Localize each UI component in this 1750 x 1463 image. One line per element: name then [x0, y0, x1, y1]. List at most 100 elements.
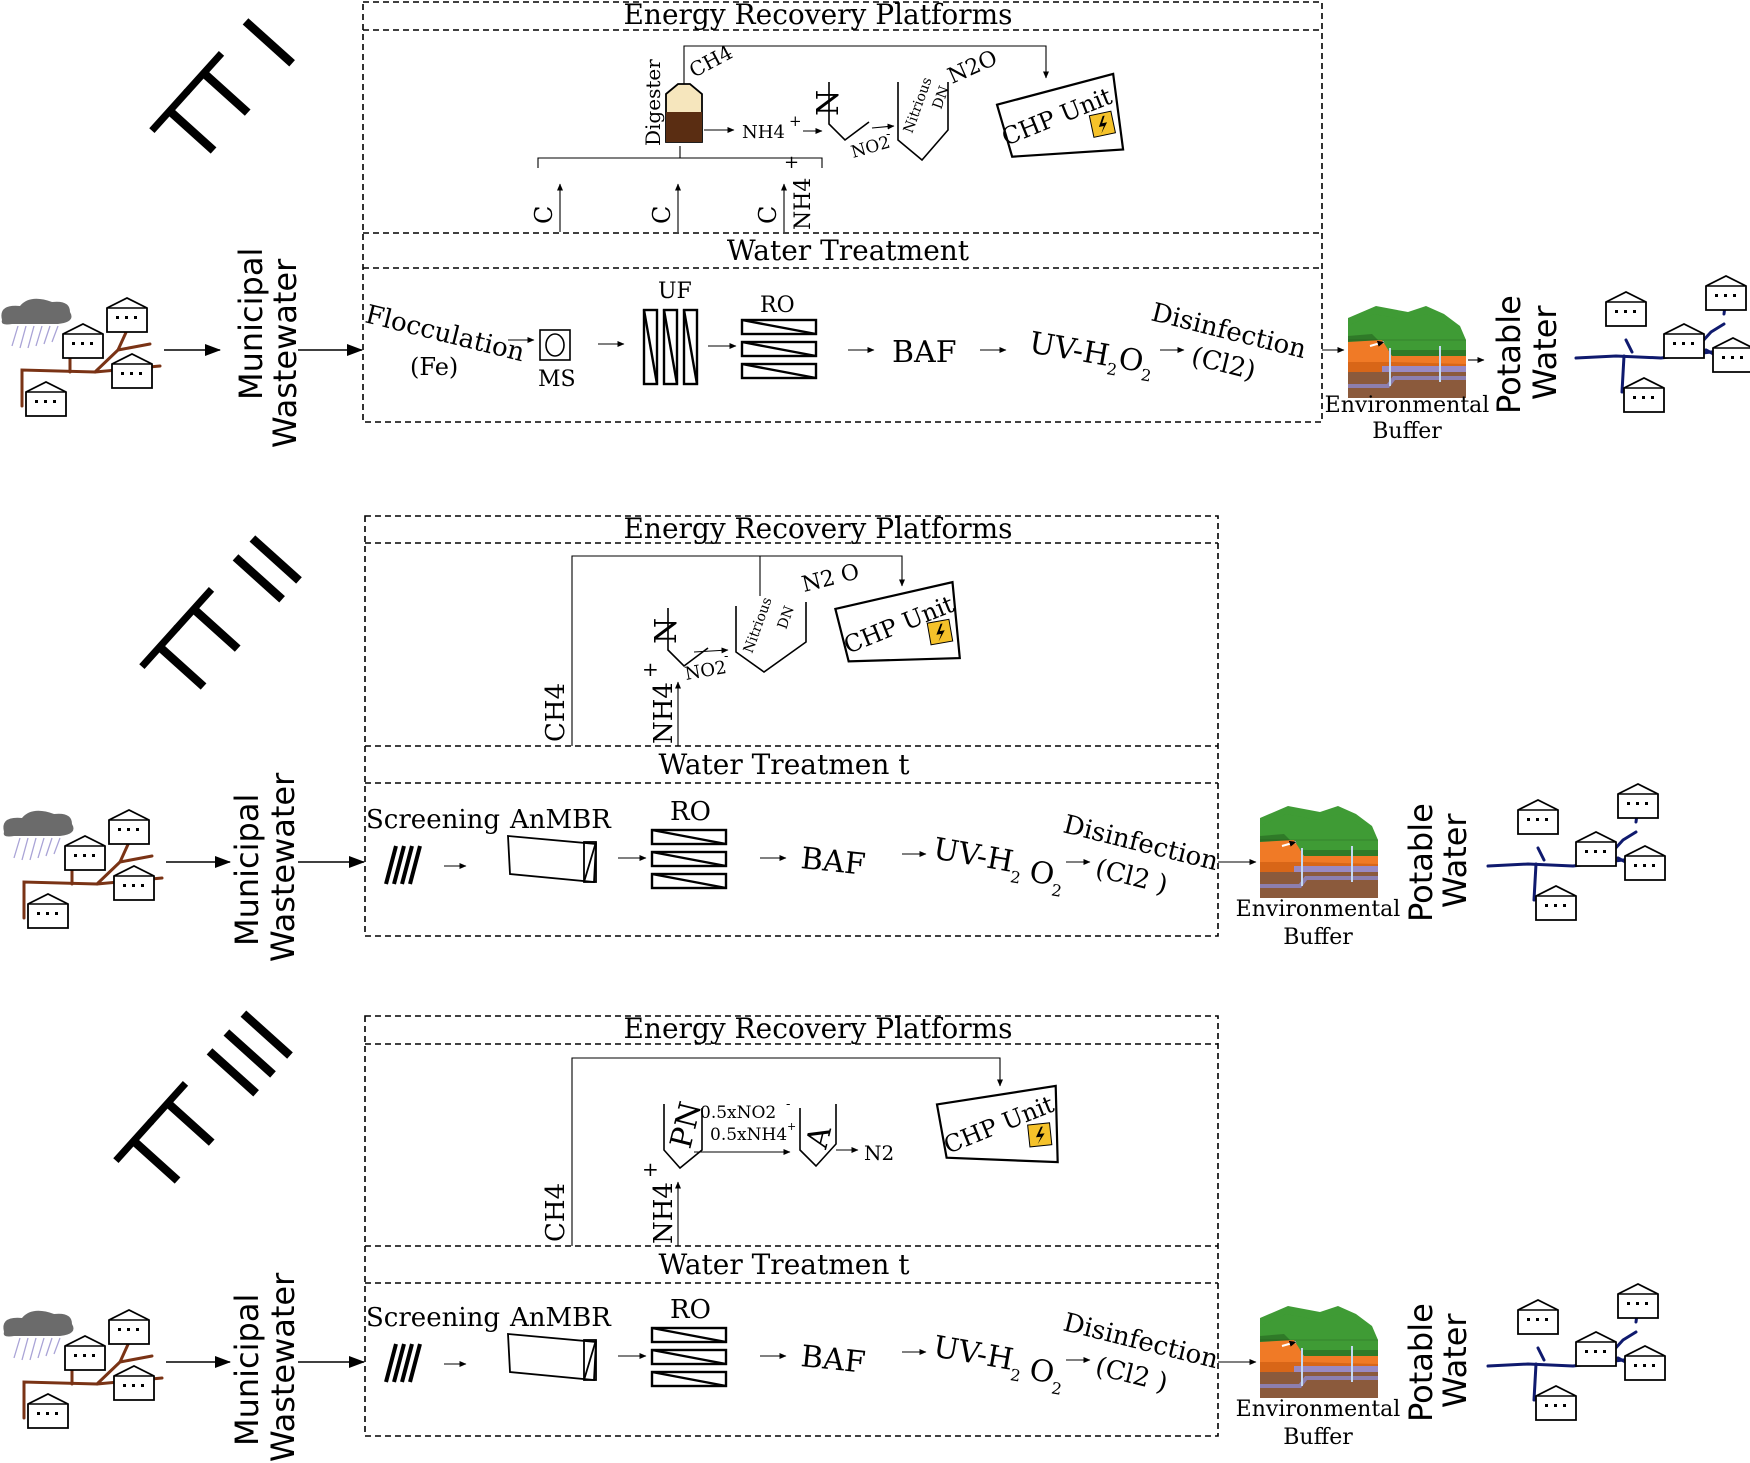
digester-label: Digester [641, 59, 665, 146]
water-treatment-title: Water Treatmen t [658, 748, 910, 781]
tt1-label: TT I [137, 1, 317, 185]
potable-label: Potable [1402, 1303, 1440, 1422]
nh4-fraction-label: 0.5xNH4 [710, 1125, 787, 1145]
carbon-label: C [648, 206, 676, 224]
nh4-plus: + [642, 657, 659, 681]
screen-bars-icon [384, 1342, 422, 1384]
energy-recovery-title: Energy Recovery Platforms [623, 1012, 1012, 1045]
nh4-plus: + [784, 152, 799, 173]
environmental-buffer-icon [1260, 1306, 1378, 1398]
nitrious-label: Nitrious [741, 595, 776, 655]
anmbr-reactor [507, 1333, 597, 1381]
no2-fraction-label: 0.5xNO2 [700, 1103, 776, 1123]
rain-cloud-icon [3, 810, 162, 928]
rain-cloud-icon [3, 1310, 162, 1428]
no2-minus: - [786, 1097, 790, 1112]
baf-label: BAF [892, 335, 957, 370]
dn-label: DN [775, 604, 798, 632]
ro-membranes [740, 318, 818, 380]
nh4-plus: + [787, 1120, 796, 1133]
n2o-label: N2 O [799, 559, 862, 597]
env-buffer-label: Environmental [1325, 393, 1490, 418]
uv-h2o2-label: UV-H2O2 [1026, 325, 1156, 385]
treatment-train-1: TT I Energy Recovery Platforms Water Tre… [1, 0, 1750, 448]
no2-minus: - [886, 127, 890, 142]
nh4-plus: + [642, 1157, 659, 1181]
nh4-label: NH4 [742, 122, 785, 143]
n-reactor-label: N [811, 90, 846, 116]
baf-label: BAF [799, 841, 867, 883]
nh4-label: NH4 [791, 178, 816, 230]
n-reactor-label: N [649, 618, 684, 644]
municipal-label: Municipal [232, 248, 270, 400]
energy-recovery-title: Energy Recovery Platforms [623, 512, 1012, 545]
env-buffer-label: Buffer [1283, 1425, 1353, 1450]
ms-label: MS [538, 367, 576, 392]
anmbr-reactor [507, 835, 597, 883]
ro-label: RO [670, 797, 711, 827]
uf-modules [642, 308, 699, 386]
carbon-label: C [530, 206, 558, 224]
water-label: Water [1526, 305, 1564, 400]
water-treatment-title: Water Treatment [727, 234, 970, 267]
fe-label: (Fe) [410, 353, 458, 381]
tt2-label: TT II [127, 518, 324, 721]
energy-recovery-title: Energy Recovery Platforms [623, 0, 1012, 31]
environmental-buffer-icon [1260, 806, 1378, 898]
water-distribution [1488, 784, 1665, 920]
wastewater-label: Wastewater [264, 772, 302, 962]
anammox-label: A [800, 1122, 840, 1153]
tt3-outer-box [364, 1015, 1219, 1437]
dn-label: DN [930, 84, 953, 112]
water-label: Water [1436, 813, 1474, 908]
nh4-label: NH4 [649, 682, 679, 744]
digester-icon [665, 83, 703, 143]
environmental-buffer-icon [1348, 306, 1466, 398]
anammox-reactor [799, 1104, 837, 1168]
tt3-label: TT III [101, 993, 314, 1214]
potable-label: Potable [1402, 803, 1440, 922]
tt2-outer-box [364, 515, 1219, 937]
potable-label: Potable [1490, 295, 1528, 414]
water-distribution [1488, 1284, 1665, 1420]
n2-label: N2 [864, 1141, 894, 1165]
ro-label: RO [760, 293, 795, 318]
ro-membranes [650, 1326, 728, 1388]
uf-label: UF [658, 279, 692, 304]
magnetic-separator [539, 329, 571, 361]
anmbr-label: AnMBR [509, 805, 612, 835]
ch4-label: CH4 [541, 683, 571, 742]
nitrious-dn-reactor [735, 602, 807, 673]
water-treatment-title: Water Treatmen t [658, 1248, 910, 1281]
no2-minus: - [724, 649, 728, 664]
screening-label: Screening [366, 805, 500, 835]
water-label: Water [1436, 1313, 1474, 1408]
municipal-label: Municipal [228, 794, 266, 946]
treatment-train-3: TT III Energy Recovery Platforms Water T… [3, 993, 1665, 1462]
treatment-train-2: TT II Energy Recovery Platforms Water Tr… [3, 512, 1665, 962]
nitrious-dn-reactor [897, 82, 949, 162]
n2o-label: N2O [944, 46, 1001, 90]
env-buffer-label: Environmental [1236, 1397, 1401, 1422]
wastewater-label: Wastewater [266, 258, 304, 448]
water-distribution [1576, 276, 1750, 412]
nh4-plus: + [789, 112, 802, 130]
anmbr-label: AnMBR [509, 1303, 612, 1333]
screen-bars-icon [384, 844, 422, 886]
env-buffer-label: Environmental [1236, 897, 1401, 922]
nh4-label: NH4 [649, 1182, 679, 1244]
municipal-label: Municipal [228, 1294, 266, 1446]
ro-membranes [650, 828, 728, 890]
env-buffer-label: Buffer [1372, 419, 1442, 444]
ch4-label: CH4 [541, 1183, 571, 1242]
baf-label: BAF [799, 1339, 867, 1381]
env-buffer-label: Buffer [1283, 925, 1353, 950]
wastewater-label: Wastewater [264, 1272, 302, 1462]
carbon-label: C [754, 206, 782, 224]
ro-label: RO [670, 1295, 711, 1325]
rain-cloud-icon [1, 298, 160, 416]
partial-nitritation-reactor [663, 1104, 703, 1170]
